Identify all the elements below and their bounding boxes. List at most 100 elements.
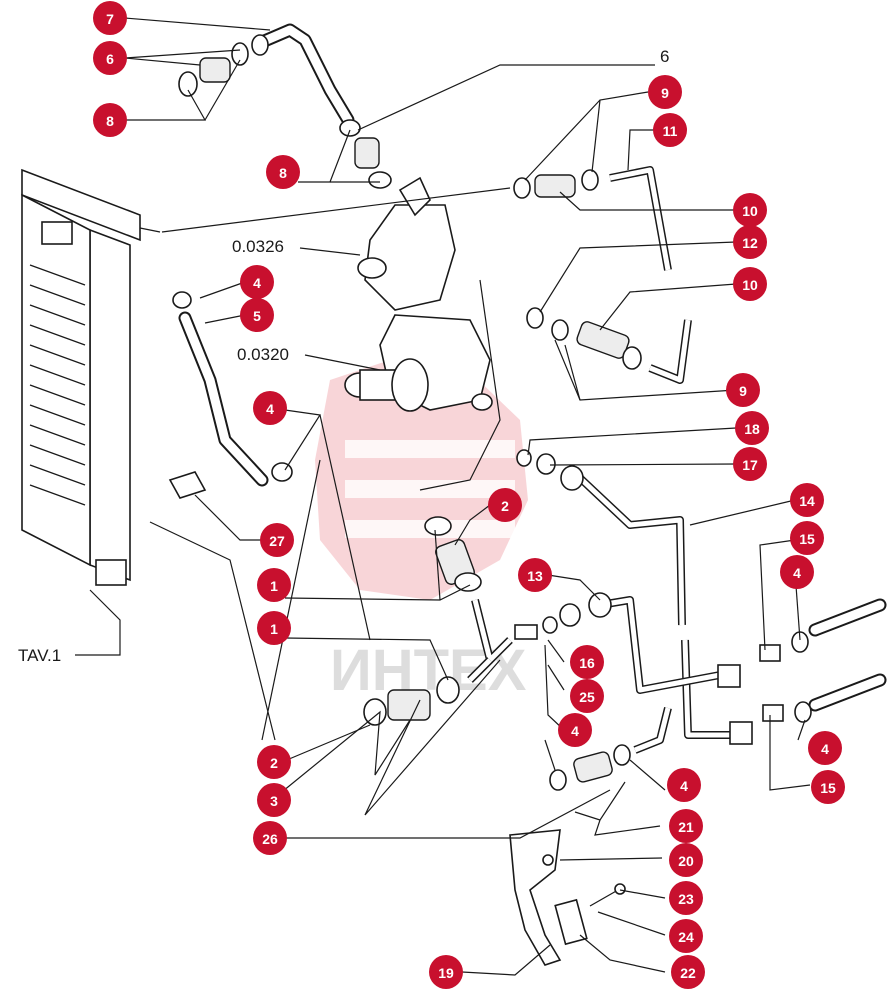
callout-badge-11: 11 bbox=[653, 113, 687, 147]
callout-badge-number: 2 bbox=[501, 498, 509, 514]
callout-badge-circle bbox=[735, 411, 769, 445]
callout-badge-number: 2 bbox=[270, 755, 278, 771]
callout-badge-circle bbox=[669, 809, 703, 843]
upper-hose bbox=[178, 23, 392, 189]
callout-badge-circle bbox=[266, 155, 300, 189]
callout-badge-circle bbox=[790, 483, 824, 517]
pipe-segment-10 bbox=[526, 307, 692, 384]
callout-badge-21: 21 bbox=[669, 809, 703, 843]
callout-badge-number: 4 bbox=[680, 778, 688, 794]
callout-badge-number: 9 bbox=[739, 383, 747, 399]
callout-badge-17: 17 bbox=[733, 447, 767, 481]
callout-badge-circle bbox=[518, 558, 552, 592]
callout-badge-circle bbox=[733, 267, 767, 301]
callout-badge-2: 2 bbox=[488, 488, 522, 522]
callout-badge-number: 12 bbox=[742, 235, 758, 251]
callout-badge-circle bbox=[257, 783, 291, 817]
callout-badge-circle bbox=[808, 731, 842, 765]
callout-badge-circle bbox=[653, 113, 687, 147]
callout-badge-circle bbox=[93, 103, 127, 137]
callout-badge-number: 6 bbox=[106, 51, 114, 67]
ref-label-6: 6 bbox=[660, 47, 669, 66]
callout-badge-27: 27 bbox=[260, 523, 294, 557]
callout-badge-number: 27 bbox=[269, 533, 285, 549]
callout-badge-4: 4 bbox=[780, 555, 814, 589]
callout-badge-circle bbox=[253, 821, 287, 855]
leader-lines bbox=[75, 17, 811, 976]
callout-badge-9: 9 bbox=[648, 75, 682, 109]
callout-badge-26: 26 bbox=[253, 821, 287, 855]
callout-badge-4: 4 bbox=[253, 391, 287, 425]
callout-badge-22: 22 bbox=[671, 955, 705, 989]
callout-badge-circle bbox=[648, 75, 682, 109]
callout-badge-1: 1 bbox=[257, 611, 291, 645]
ref-label-0-0326: 0.0326 bbox=[232, 237, 284, 256]
callout-badge-number: 4 bbox=[266, 401, 274, 417]
callout-badge-7: 7 bbox=[93, 1, 127, 35]
callout-badge-number: 7 bbox=[106, 11, 114, 27]
callout-badge-circle bbox=[811, 770, 845, 804]
callout-badge-circle bbox=[257, 568, 291, 602]
callout-badge-circle bbox=[429, 955, 463, 989]
callout-badge-number: 15 bbox=[820, 780, 836, 796]
callout-badge-number: 4 bbox=[571, 723, 579, 739]
callout-badge-20: 20 bbox=[669, 843, 703, 877]
callout-badge-number: 18 bbox=[744, 421, 760, 437]
callout-badge-number: 1 bbox=[270, 621, 278, 637]
callout-badge-circle bbox=[240, 265, 274, 299]
ref-label-tav1: TAV.1 bbox=[18, 646, 61, 665]
callout-badge-23: 23 bbox=[669, 881, 703, 915]
callout-badge-4: 4 bbox=[808, 731, 842, 765]
callout-badge-number: 13 bbox=[527, 568, 543, 584]
callout-badge-circle bbox=[733, 447, 767, 481]
callout-badge-circle bbox=[93, 41, 127, 75]
bracket-19 bbox=[509, 829, 626, 966]
callout-badge-circle bbox=[669, 843, 703, 877]
callout-badge-number: 5 bbox=[253, 308, 261, 324]
callout-badge-number: 10 bbox=[742, 277, 758, 293]
callout-badge-12: 12 bbox=[733, 225, 767, 259]
callout-badge-circle bbox=[253, 391, 287, 425]
callout-badge-number: 24 bbox=[678, 929, 694, 945]
callout-badge-16: 16 bbox=[570, 645, 604, 679]
callout-badge-number: 4 bbox=[793, 565, 801, 581]
callout-badge-number: 3 bbox=[270, 793, 278, 809]
callout-badge-3: 3 bbox=[257, 783, 291, 817]
callout-badge-number: 23 bbox=[678, 891, 694, 907]
callout-badge-number: 16 bbox=[579, 655, 595, 671]
callout-badge-circle bbox=[733, 225, 767, 259]
radiator bbox=[21, 168, 161, 586]
callout-badge-circle bbox=[570, 645, 604, 679]
callout-badge-15: 15 bbox=[811, 770, 845, 804]
callout-badge-number: 9 bbox=[661, 85, 669, 101]
callout-badge-13: 13 bbox=[518, 558, 552, 592]
callout-badge-circle bbox=[488, 488, 522, 522]
callout-badge-9: 9 bbox=[726, 373, 760, 407]
pipe-13 bbox=[542, 592, 753, 745]
callout-badge-circle bbox=[257, 745, 291, 779]
callout-badge-number: 4 bbox=[821, 741, 829, 757]
callout-badge-number: 21 bbox=[678, 819, 694, 835]
callout-badge-circle bbox=[558, 713, 592, 747]
callout-badge-10: 10 bbox=[733, 193, 767, 227]
callout-badge-18: 18 bbox=[735, 411, 769, 445]
callout-badge-6: 6 bbox=[93, 41, 127, 75]
callout-badge-4: 4 bbox=[240, 265, 274, 299]
callout-badge-2: 2 bbox=[257, 745, 291, 779]
callout-badge-number: 14 bbox=[799, 493, 815, 509]
callout-badge-circle bbox=[671, 955, 705, 989]
hose-5 bbox=[168, 291, 293, 499]
ref-label-0-0320: 0.0320 bbox=[237, 345, 289, 364]
callout-badge-circle bbox=[669, 881, 703, 915]
callout-badge-circle bbox=[726, 373, 760, 407]
callout-badge-number: 22 bbox=[680, 965, 696, 981]
callout-badge-15: 15 bbox=[790, 521, 824, 555]
callout-badge-number: 17 bbox=[742, 457, 758, 473]
right-hoses bbox=[759, 598, 887, 723]
callout-badge-number: 10 bbox=[742, 203, 758, 219]
callout-badge-10: 10 bbox=[733, 267, 767, 301]
callout-badge-19: 19 bbox=[429, 955, 463, 989]
bent-pipe-11 bbox=[513, 166, 672, 271]
